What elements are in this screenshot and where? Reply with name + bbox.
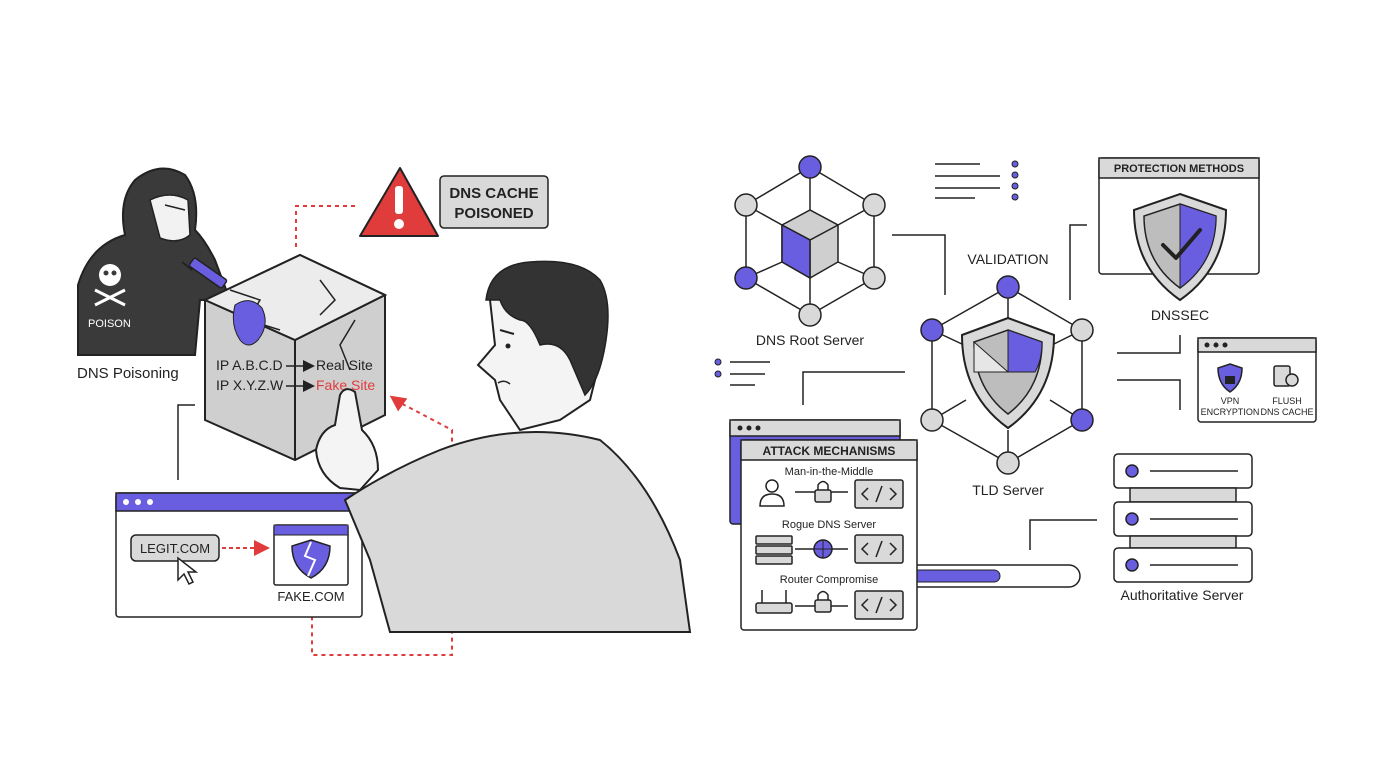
attack-item-1: Man-in-the-Middle	[785, 466, 874, 478]
lock-icon	[814, 590, 832, 613]
authoritative-server-stack	[1113, 453, 1253, 583]
dnssec-label: DNSSEC	[1151, 307, 1209, 323]
alert-line-1: DNS CACHE	[449, 185, 538, 202]
lock-icon	[814, 480, 832, 503]
vpn-label-2: ENCRYPTION	[1201, 407, 1260, 417]
attack-title: ATTACK MECHANISMS	[763, 444, 896, 458]
fake-domain-text: FAKE.COM	[277, 589, 344, 604]
legit-url-text: LEGIT.COM	[140, 541, 210, 556]
code-icon	[854, 479, 904, 509]
flush-label-2: DNS CACHE	[1260, 407, 1313, 417]
hacker-label: DNS Poisoning	[77, 365, 179, 382]
attack-item-3: Router Compromise	[780, 574, 878, 586]
cache-row-2-ip: IP X.Y.Z.W	[216, 377, 284, 393]
root-cube-icon	[781, 209, 839, 280]
legit-url-field[interactable]	[130, 534, 220, 562]
tld-shield-icon	[960, 316, 1056, 430]
code-icon	[854, 534, 904, 564]
checkmark-icon	[1161, 228, 1202, 260]
server-rack-icon	[755, 535, 793, 565]
person-figure	[314, 260, 692, 633]
cursor-icon	[177, 556, 199, 586]
browser-window	[115, 492, 363, 618]
syringe-icon	[181, 257, 228, 289]
root-nodes	[734, 155, 886, 327]
progress-bar	[899, 564, 1081, 588]
protection-title: PROTECTION METHODS	[1114, 163, 1244, 175]
attack-item-2: Rogue DNS Server	[782, 519, 876, 531]
dnssec-shield-icon	[1132, 192, 1228, 302]
cache-row-2-target: Fake Site	[316, 377, 375, 393]
router-icon	[755, 590, 793, 614]
list-lines-icon	[714, 358, 770, 386]
vpn-flush-panel	[1197, 337, 1317, 423]
cache-row-1-target: Real Site	[316, 357, 373, 373]
cache-row-1-ip: IP A.B.C.D	[216, 357, 283, 373]
dots-icon	[1011, 160, 1019, 201]
hacker-figure: POISON	[77, 167, 232, 356]
root-server-label: DNS Root Server	[756, 332, 864, 348]
text-lines-icon	[935, 163, 1000, 199]
user-icon	[759, 479, 785, 507]
flush-icon	[1273, 365, 1299, 387]
authoritative-label: Authoritative Server	[1121, 587, 1244, 603]
validation-label: VALIDATION	[967, 251, 1048, 267]
poison-text: POISON	[88, 318, 131, 330]
alert-badge: DNS CACHE POISONED	[359, 167, 549, 237]
tld-nodes	[920, 275, 1094, 475]
flush-label-1: FLUSH	[1272, 396, 1302, 406]
tld-server-label: TLD Server	[972, 482, 1044, 498]
alert-line-2: POISONED	[454, 205, 533, 222]
globe-icon	[813, 539, 833, 559]
vpn-label-1: VPN	[1221, 396, 1240, 406]
code-icon	[854, 590, 904, 620]
